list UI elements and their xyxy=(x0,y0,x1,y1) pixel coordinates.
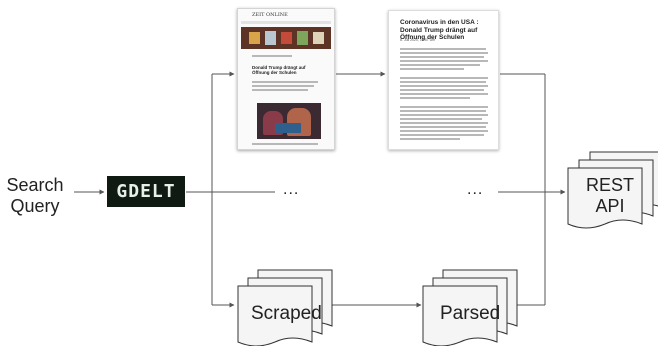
parsed-label: Parsed xyxy=(440,303,501,324)
gdelt-logo: GDELT xyxy=(107,176,185,207)
rest-api-label: REST API xyxy=(585,175,634,216)
rest-api-stack-icon xyxy=(567,151,658,229)
article-title: Coronavirus in den USA : Donald Trump dr… xyxy=(400,19,479,41)
parsed-article-preview: Coronavirus in den USA : Donald Trump dr… xyxy=(388,10,499,150)
ellipsis-right: ... xyxy=(467,181,484,198)
search-query-label: Search Query xyxy=(6,175,64,216)
article-date: 6. Juli 2020, 18:57 Uhr xyxy=(400,38,436,42)
scraped-stack-icon xyxy=(237,269,333,346)
newspaper-photo xyxy=(257,103,321,139)
newspaper-headline: Donald Trump drängt auf Öffnung der Schu… xyxy=(252,65,306,75)
parsed-stack-icon xyxy=(422,269,518,346)
scraped-label: Scraped xyxy=(251,303,322,324)
newspaper-nav-bar xyxy=(241,21,331,24)
newspaper-banner-image xyxy=(241,27,331,49)
newspaper-brand: ZEIT ONLINE xyxy=(252,12,288,18)
gdelt-logo-text: GDELT xyxy=(116,181,176,202)
scraped-page-preview: ZEIT ONLINE Donald Trump drängt auf Öffn… xyxy=(237,8,335,150)
ellipsis-left: ... xyxy=(283,181,300,198)
